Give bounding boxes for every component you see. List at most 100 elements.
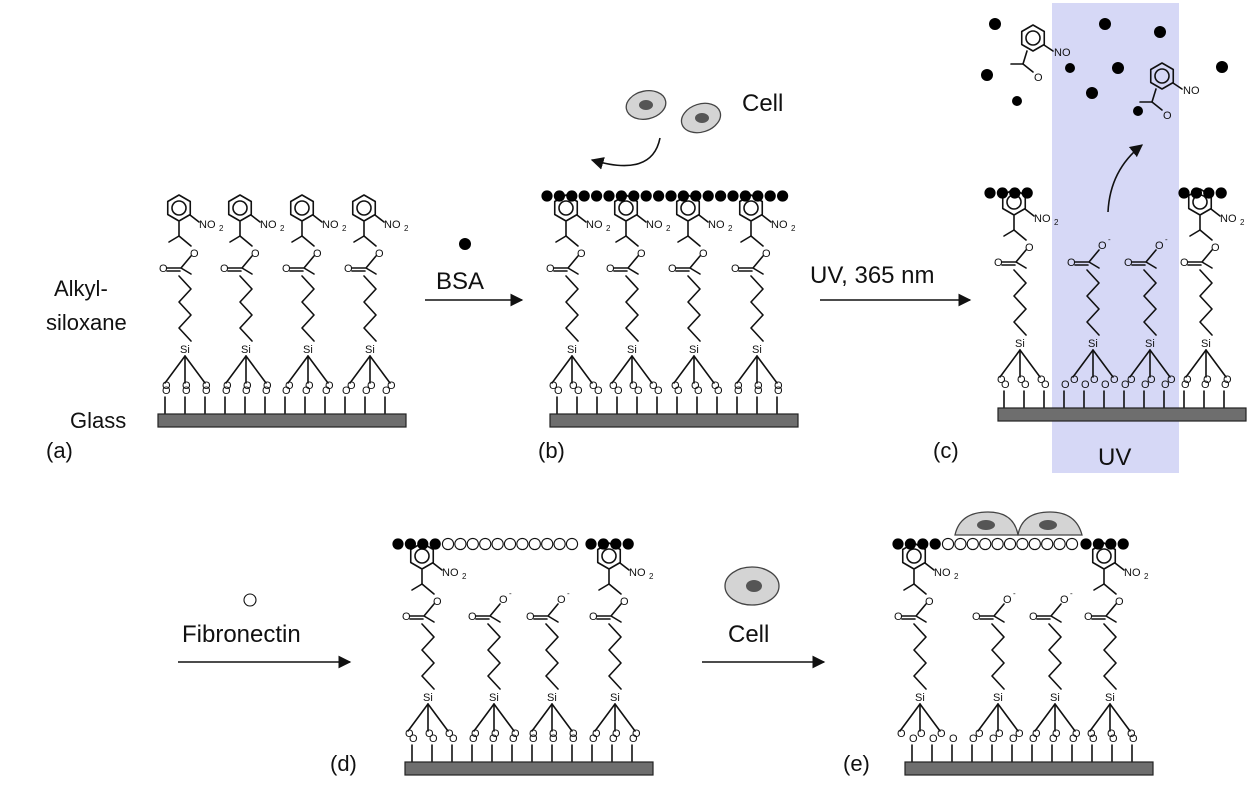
bsa-molecule [1178,187,1190,199]
svg-text:O: O [731,263,740,275]
bsa-molecule [996,187,1009,199]
svg-text:O: O [1180,257,1189,269]
fibronectin-molecule [979,537,992,551]
svg-text:2: 2 [1054,218,1059,227]
svg-text:O: O [997,374,1006,386]
svg-text:Si: Si [180,344,190,356]
bsa-patch-e-left [892,538,941,550]
svg-text:O: O [1121,379,1130,391]
svg-text:O: O [1021,379,1030,391]
glass-slide-e [904,761,1154,776]
svg-text:O: O [282,263,291,275]
svg-text:2: 2 [728,224,733,233]
svg-text:O: O [263,380,272,392]
svg-text:Si: Si [365,344,375,356]
cell-icon-top-right [680,102,722,134]
released-bsa [1012,96,1022,106]
svg-text:NO: NO [1183,85,1200,97]
released-bsa [1216,61,1228,73]
svg-text:O: O [1029,733,1038,745]
svg-text:O: O [1203,374,1212,386]
bsa-molecule [1203,187,1215,199]
svg-text:O: O [529,728,538,740]
bsa-molecule [727,190,739,202]
svg-text:O: O [774,380,783,392]
svg-text:2: 2 [954,572,959,581]
svg-text:O: O [1017,374,1026,386]
svg-text:O: O [609,733,618,745]
cell-icon-top-left [625,90,667,120]
svg-text:O: O [549,728,558,740]
svg-text:O: O [1183,374,1192,386]
svg-text:O: O [305,380,314,392]
svg-text:O: O [734,380,743,392]
svg-text:O: O [471,728,480,740]
svg-text:O: O [1098,240,1107,252]
svg-text:O: O [469,733,478,745]
svg-text:Si: Si [489,692,499,704]
svg-text:O: O [654,385,663,397]
bsa-molecule [578,190,590,202]
svg-text:O: O [489,733,498,745]
siloxane-label: siloxane [46,310,127,335]
svg-text:O: O [1167,374,1176,386]
bsa-molecule [429,538,441,550]
svg-text:O: O [202,380,211,392]
svg-text:O: O [1087,728,1096,740]
svg-text:NO: NO [322,219,339,231]
bsa-molecule [777,190,789,202]
svg-text:O: O [937,728,946,740]
svg-text:O: O [511,728,520,740]
svg-text:Si: Si [1015,338,1025,350]
bsa-molecule [1092,538,1104,550]
svg-text:2: 2 [462,572,467,581]
svg-text:O: O [285,380,294,392]
svg-text:O: O [429,733,438,745]
svg-text:Si: Si [1105,692,1115,704]
svg-text:O: O [182,380,191,392]
svg-text:O: O [674,385,683,397]
svg-text:O: O [620,596,629,608]
svg-text:O: O [243,380,252,392]
svg-text:O: O [405,728,414,740]
fibronectin-label: Fibronectin [182,621,301,648]
bsa-molecule [752,190,764,202]
fibronectin-legend-dot [243,593,257,607]
fibronectin-molecule [528,537,541,551]
bsa-molecule [566,190,578,202]
svg-text:O: O [1181,379,1190,391]
svg-text:O: O [594,385,603,397]
svg-text:O: O [671,380,680,392]
svg-text:Si: Si [303,344,313,356]
svg-text:O: O [629,733,638,745]
svg-text:Si: Si [1145,338,1155,350]
bsa-patch-d-left [392,538,441,550]
svg-text:O: O [282,385,291,397]
svg-text:O: O [325,380,334,392]
svg-text:O: O [1041,379,1050,391]
svg-text:O: O [614,385,623,397]
svg-text:O: O [1025,242,1034,254]
svg-text:O: O [402,611,411,623]
svg-text:O: O [634,385,643,397]
svg-text:O: O [592,728,601,740]
svg-text:O: O [1049,733,1058,745]
cell-label-top: Cell [742,90,783,117]
svg-text:O: O [1109,733,1118,745]
svg-text:O: O [344,263,353,275]
svg-text:O: O [1032,728,1041,740]
svg-text:O: O [995,728,1004,740]
bsa-molecule [610,538,622,550]
svg-text:O: O [691,380,700,392]
svg-text:-: - [1013,589,1016,598]
svg-text:O: O [609,380,618,392]
svg-text:O: O [668,263,677,275]
bsa-molecule [917,538,929,550]
